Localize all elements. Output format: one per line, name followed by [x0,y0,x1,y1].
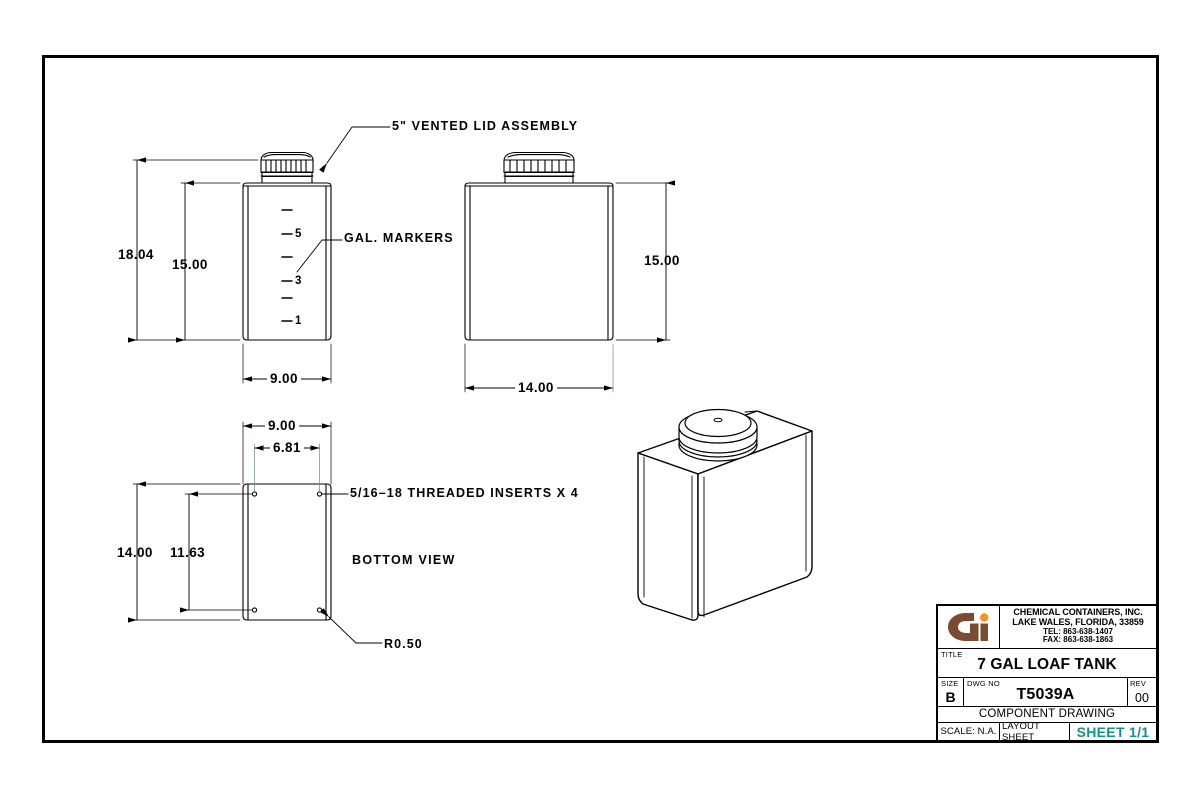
company-fax: FAX: 863-638-1863 [1042,635,1114,645]
size-value: B [945,688,956,705]
bottom-outer-length-dim: 14.00 [117,545,153,560]
company-info: CHEMICAL CONTAINERS, INC. LAKE WALES, FL… [1000,607,1156,646]
title-block-header-row: CHEMICAL CONTAINERS, INC. LAKE WALES, FL… [938,606,1156,649]
vented-lid-callout: 5" VENTED LID ASSEMBLY [392,119,579,133]
scale-value: SCALE: N.A. [938,723,1000,741]
company-location: LAKE WALES, FLORIDA, 33859 [1012,617,1144,628]
rev-value: 00 [1135,691,1149,706]
gal-markers-callout: GAL. MARKERS [344,231,454,245]
bottom-view-label: BOTTOM VIEW [352,553,456,567]
dwg-no-value: T5039A [1016,685,1075,703]
corner-radius-callout: R0.50 [384,637,423,651]
component-row: COMPONENT DRAWING [938,707,1156,724]
company-tel: TEL: 863-638-1407 [1043,626,1113,636]
rev-field-label: REV [1130,678,1147,688]
rev-cell: REV 00 [1128,678,1156,706]
size-field-label: SIZE [941,678,959,688]
layout-sheet-value: LAYOUT SHEET [1000,721,1070,743]
title-block: CHEMICAL CONTAINERS, INC. LAKE WALES, FL… [936,604,1158,743]
gal-marker-1: 1 [295,315,302,327]
drawing-title: 7 GAL LOAF TANK [977,656,1117,674]
front-body-height-dim: 15.00 [172,257,208,272]
threaded-inserts-callout: 5/16–18 THREADED INSERTS X 4 [350,486,579,500]
component-drawing-label: COMPONENT DRAWING [978,708,1116,721]
gal-marker-3: 3 [295,275,302,287]
title-row: TITLE 7 GAL LOAF TANK [938,649,1156,678]
dwg-row: SIZE B DWG NO T5039A REV 00 [938,677,1156,707]
footer-row: SCALE: N.A. LAYOUT SHEET SHEET 1/1 [938,721,1156,743]
side-body-height-dim: 15.00 [644,253,680,268]
title-field-label: TITLE [941,649,963,659]
front-overall-height-dim: 18.04 [118,247,154,262]
size-cell: SIZE B [938,677,964,706]
dwg-no-cell: DWG NO T5039A [964,677,1128,706]
side-depth-dim: 14.00 [515,380,557,395]
bottom-insert-spacing-x-dim: 6.81 [270,440,304,455]
front-width-dim: 9.00 [267,371,301,386]
gal-marker-5: 5 [295,228,302,240]
bottom-insert-spacing-y-dim: 11.63 [170,545,206,560]
bottom-outer-width-dim: 9.00 [265,418,299,433]
dwg-no-field-label: DWG NO [967,678,1000,688]
sheet-value: SHEET 1/1 [1076,723,1150,740]
chemical-containers-logo [938,606,1000,648]
company-name: CHEMICAL CONTAINERS, INC. [1013,607,1143,618]
